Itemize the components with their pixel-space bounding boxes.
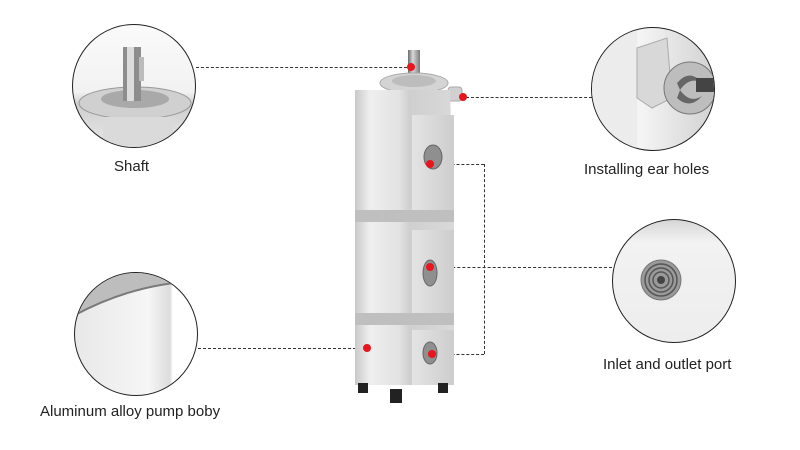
shaft-detail-image xyxy=(72,24,196,148)
port-label: Inlet and outlet port xyxy=(603,356,732,373)
ear-holes-label: Installing ear holes xyxy=(584,161,710,178)
marker-shaft[interactable] xyxy=(407,63,415,71)
leader-line-port-upper xyxy=(432,164,484,165)
triple-gear-pump-icon xyxy=(355,50,463,403)
leader-line-port-middle xyxy=(432,267,612,268)
port-detail-image xyxy=(612,219,736,343)
leader-line-ear-holes xyxy=(466,97,592,98)
marker-port-upper[interactable] xyxy=(426,160,434,168)
marker-port-middle[interactable] xyxy=(426,263,434,271)
shaft-label: Shaft xyxy=(114,158,150,175)
leader-line-port-vertical xyxy=(484,164,485,354)
threaded-port-closeup-icon xyxy=(640,259,682,301)
ear-holes-detail-image xyxy=(591,27,715,151)
marker-port-lower[interactable] xyxy=(428,350,436,358)
pump-body-label: Aluminum alloy pump boby xyxy=(40,403,221,420)
leader-line-port-lower xyxy=(432,354,484,355)
gear-pump-image xyxy=(350,45,470,415)
shaft-closeup-icon xyxy=(78,47,192,147)
aluminum-body-closeup-icon xyxy=(75,273,197,316)
marker-ear-holes[interactable] xyxy=(459,93,467,101)
ear-holes-closeup-icon xyxy=(592,28,714,150)
pump-body-detail-image xyxy=(74,272,198,396)
marker-pump-body[interactable] xyxy=(363,344,371,352)
leader-line-shaft xyxy=(196,67,412,68)
leader-line-pump-body xyxy=(198,348,366,349)
